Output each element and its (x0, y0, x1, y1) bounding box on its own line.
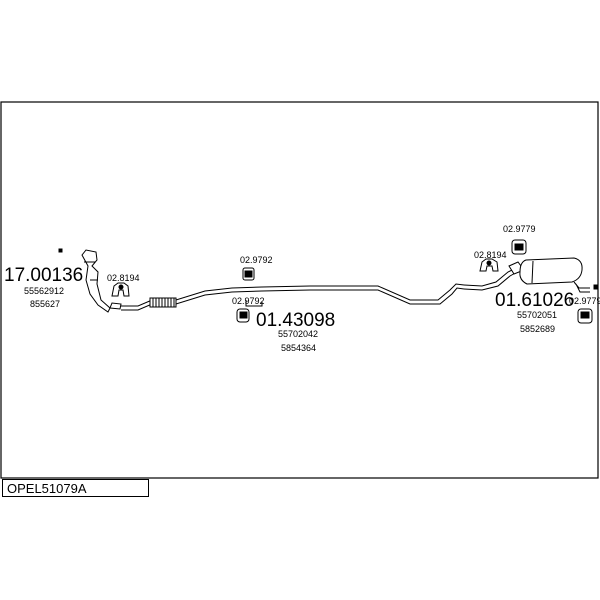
rear-top-hanger-label: 02.9779 (503, 224, 536, 234)
mid-hanger-top-label: 02.9792 (240, 255, 273, 265)
catalog-code-box: OPEL51079A (2, 479, 149, 497)
catalog-code: OPEL51079A (7, 481, 87, 496)
catalytic-converter (58, 248, 122, 313)
assembly-2-ref-2: 5854364 (281, 343, 316, 353)
mid-hanger-top-icon (242, 267, 255, 281)
diagram-frame (0, 101, 599, 479)
rear-right-hanger-label: 02.9779 (569, 296, 600, 306)
front-hanger-label: 02.8194 (107, 273, 140, 283)
assembly-3-main-number: 01.61026 (495, 290, 574, 311)
rear-hanger-label: 02.8194 (474, 250, 507, 260)
intermediate-pipe (121, 283, 465, 311)
assembly-2-main-number: 01.43098 (256, 310, 335, 331)
front-hanger-icon (111, 282, 130, 297)
mid-hanger-bottom-label: 02.9792 (232, 296, 265, 306)
assembly-3-ref-1: 55702051 (517, 310, 557, 320)
assembly-2-ref-1: 55702042 (278, 329, 318, 339)
mid-hanger-bottom-icon (236, 308, 250, 323)
rear-hanger-icon (479, 258, 499, 272)
rear-top-hanger-icon (511, 239, 527, 255)
assembly-1-ref-1: 55562912 (24, 286, 64, 296)
rear-muffler (463, 257, 599, 293)
assembly-1-main-number: 17.00136 (4, 265, 83, 286)
assembly-3-ref-2: 5852689 (520, 324, 555, 334)
assembly-1-ref-2: 855627 (30, 299, 60, 309)
rear-right-hanger-icon (577, 308, 593, 324)
